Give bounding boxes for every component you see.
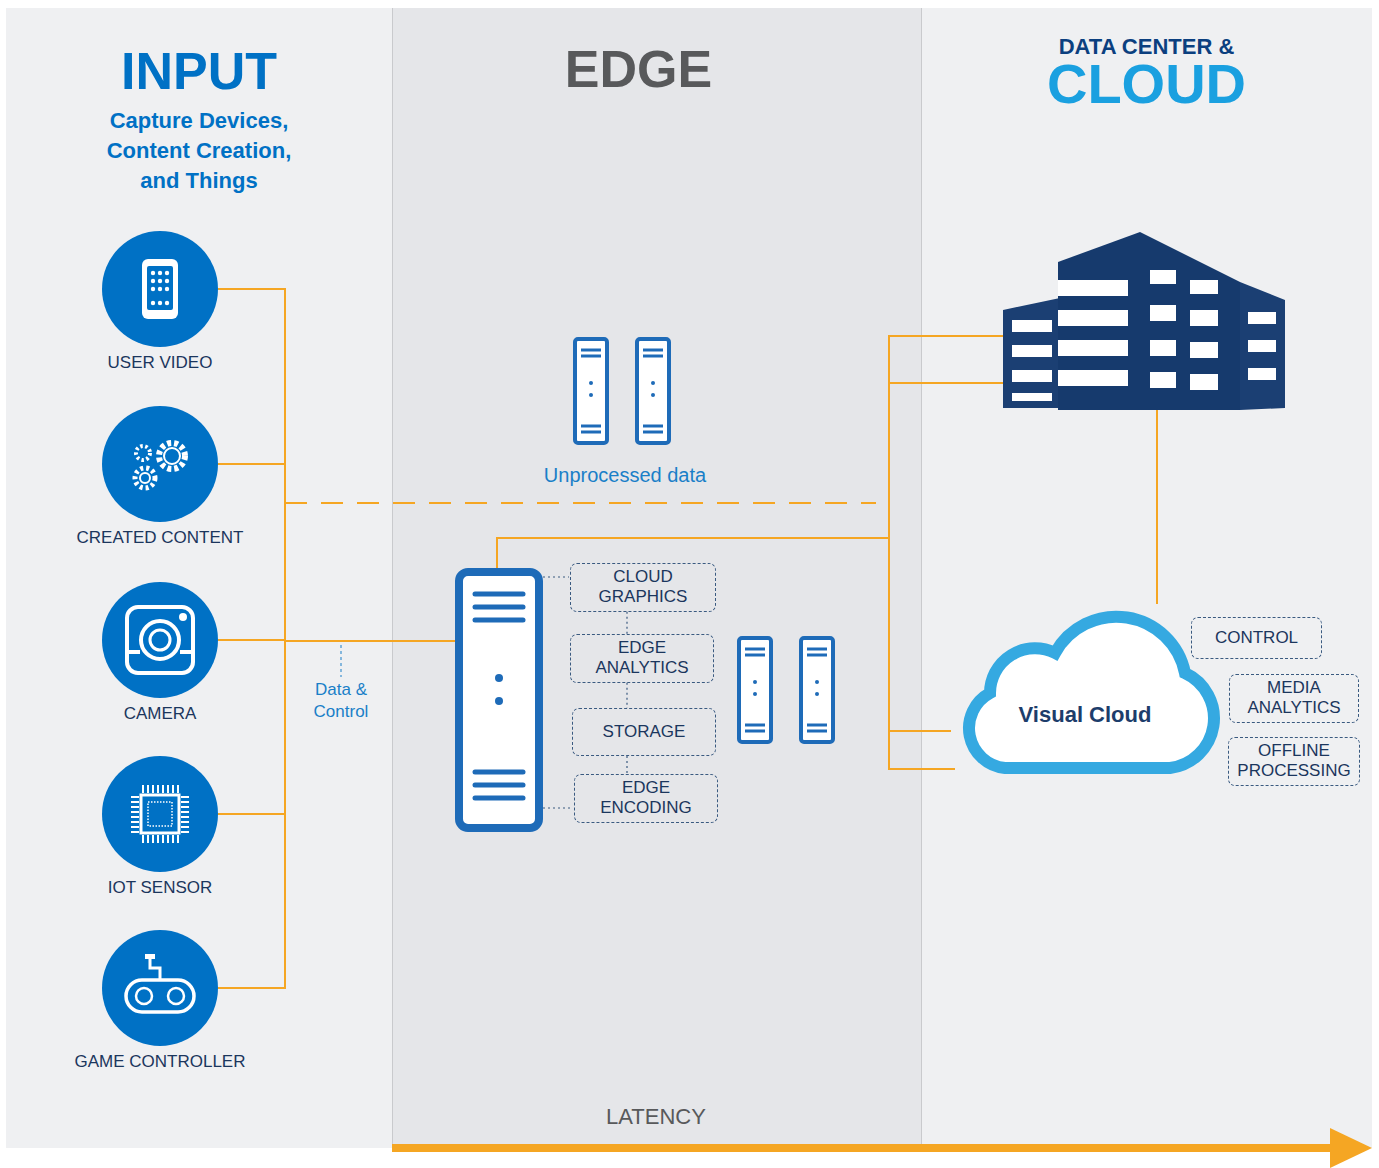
function-label: STORAGE xyxy=(603,722,686,742)
label-holder: Data & Control xyxy=(301,679,381,723)
server-leaders xyxy=(543,577,573,808)
device-circle xyxy=(102,231,218,347)
band-divider xyxy=(921,8,922,1148)
function-label: EDGE ENCODING xyxy=(583,778,709,819)
device-label: GAME CONTROLLER xyxy=(40,1052,280,1072)
dotted-link xyxy=(626,683,627,708)
server-pair xyxy=(575,339,833,742)
data-wire xyxy=(218,538,951,814)
column-band: INPUTCapture Devices, Content Creation, … xyxy=(6,8,392,1148)
column-heading: INPUT xyxy=(6,40,392,102)
dotted-link xyxy=(626,612,627,634)
function-box: EDGE ANALYTICS xyxy=(570,634,714,683)
camera-icon xyxy=(127,607,193,673)
datacenter-wire xyxy=(889,382,1003,384)
function-box: EDGE ENCODING xyxy=(574,774,718,823)
function-label: MEDIA ANALYTICS xyxy=(1238,678,1350,719)
edge-band-ground xyxy=(392,8,921,1148)
leader-line xyxy=(341,645,342,677)
function-label: CONTROL xyxy=(1215,628,1298,648)
data-wire xyxy=(218,538,951,731)
datacenter-building xyxy=(1003,232,1285,410)
device-node: GAME CONTROLLER xyxy=(102,930,218,1046)
column-band: EDGECLOUD GRAPHICSEDGE ANALYTICSSTORAGEE… xyxy=(392,8,921,1148)
cloud-shape xyxy=(969,617,1214,768)
column-heading: EDGE xyxy=(374,38,903,100)
function-label: CLOUD GRAPHICS xyxy=(579,567,707,608)
gears-icon xyxy=(135,443,185,488)
data-wire xyxy=(218,289,951,731)
cloud-outline xyxy=(945,598,1225,778)
band-divider xyxy=(392,8,393,1148)
function-box: OFFLINE PROCESSING xyxy=(1228,737,1360,786)
edge-server xyxy=(459,572,539,828)
device-circle xyxy=(102,756,218,872)
cloud-wire xyxy=(889,731,955,769)
gamepad-icon xyxy=(126,954,194,1012)
column-subheading: Capture Devices, Content Creation, and T… xyxy=(92,106,307,195)
device-label: CAMERA xyxy=(40,704,280,724)
cloud-band-ground xyxy=(921,8,1372,1148)
device-circle xyxy=(102,406,218,522)
device-node: CREATED CONTENT xyxy=(102,406,218,522)
label-holder: LATENCY xyxy=(556,1104,756,1130)
cloud-node: Visual Cloud xyxy=(945,598,1225,778)
function-label: OFFLINE PROCESSING xyxy=(1237,741,1351,782)
device-label: IOT SENSOR xyxy=(40,878,280,898)
latency-arrow xyxy=(392,1144,1342,1152)
datacenter-wire xyxy=(889,336,1003,538)
device-circle xyxy=(102,582,218,698)
function-label: EDGE ANALYTICS xyxy=(579,638,705,679)
device-node: IOT SENSOR xyxy=(102,756,218,872)
diagram-label: Unprocessed data xyxy=(515,463,735,487)
function-box: CONTROL xyxy=(1191,617,1322,659)
datacenter-cloud-wire xyxy=(1156,405,1158,604)
unprocessed-wire xyxy=(285,502,876,504)
column-subheading: CLOUD xyxy=(921,56,1372,112)
label-holder: Unprocessed data xyxy=(515,463,735,487)
function-box: MEDIA ANALYTICS xyxy=(1229,674,1359,723)
device-label: CREATED CONTENT xyxy=(40,528,280,548)
device-node: USER VIDEO xyxy=(102,231,218,347)
phone-icon xyxy=(142,259,178,319)
device-node: CAMERA xyxy=(102,582,218,698)
diagram-label: LATENCY xyxy=(556,1104,756,1130)
chip-icon xyxy=(135,789,185,839)
latency-arrowhead xyxy=(1330,1128,1372,1168)
device-label: USER VIDEO xyxy=(40,353,280,373)
dotted-link xyxy=(626,756,627,774)
device-circle xyxy=(102,930,218,1046)
data-wire xyxy=(218,464,951,731)
input-band-ground xyxy=(6,8,392,1148)
diagram-label: Data & Control xyxy=(301,679,381,723)
column-band: DATA CENTER &CLOUDVisual CloudCONTROLMED… xyxy=(921,8,1372,1148)
function-box: CLOUD GRAPHICS xyxy=(570,563,716,612)
data-wire xyxy=(218,538,951,988)
function-box: STORAGE xyxy=(572,708,716,756)
cloud-label: Visual Cloud xyxy=(945,702,1225,728)
